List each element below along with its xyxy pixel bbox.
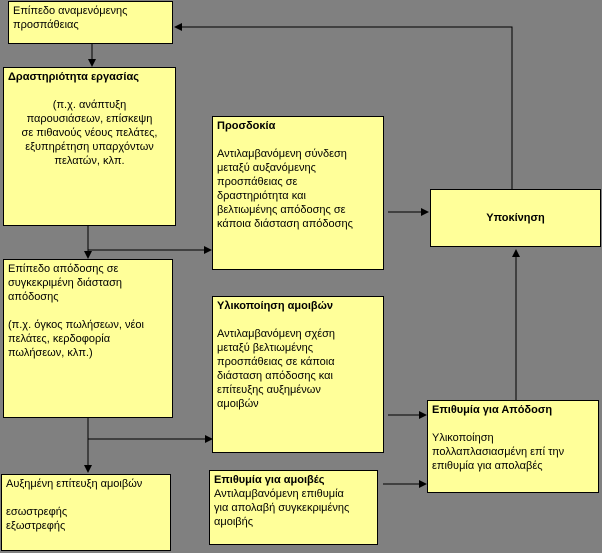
box-instrumentality-body: Αντιλαμβανόμενη σχέση μεταξύ βελτιωμένης… (217, 328, 336, 410)
box-work-activity-body: (π.χ. ανάπτυξη παρουσιάσεων, επίσκεψη σε… (21, 99, 158, 167)
box-motivation-title: Υποκίνηση (486, 212, 545, 224)
box-performance-level-body: Επίπεδο απόδοσης σε συγκεκριμένη διάστασ… (8, 263, 144, 359)
box-desire-rewards-title: Επιθυμία για αμοιβές (214, 474, 325, 486)
box-work-activity: Δραστηριότητα εργασίας (π.χ. ανάπτυξη πα… (3, 67, 176, 226)
box-expectancy: Προσδοκία Αντιλαμβανόμενη σύνδεση μεταξύ… (212, 116, 384, 270)
box-increased-rewards-body: Αυξημένη επίτευξη αμοιβών εσωστρεφής εξω… (6, 478, 143, 532)
box-effort-level-body: Επίπεδο αναμενόμενης προσπάθειας (13, 5, 128, 31)
box-motivation: Υποκίνηση (430, 189, 601, 247)
box-performance-level: Επίπεδο απόδοσης σε συγκεκριμένη διάστασ… (3, 259, 173, 418)
arrow-motivation-to-effort (174, 23, 513, 189)
box-desire-performance-title: Επιθυμία για Απόδοση (432, 404, 553, 416)
box-desire-rewards-body: Αντιλαμβανόμενη επιθυμία για απολαβή συγ… (214, 488, 350, 528)
box-desire-rewards: Επιθυμία για αμοιβές Αντιλαμβανόμενη επι… (209, 470, 378, 545)
box-expectancy-title: Προσδοκία (217, 120, 276, 132)
box-effort-level: Επίπεδο αναμενόμενης προσπάθειας (8, 1, 173, 44)
box-instrumentality: Υλικοποίηση αμοιβών Αντιλαμβανόμενη σχέσ… (212, 296, 384, 453)
box-expectancy-body: Αντιλαμβανόμενη σύνδεση μεταξύ αυξανόμεν… (217, 148, 353, 230)
box-instrumentality-title: Υλικοποίηση αμοιβών (217, 300, 333, 312)
box-work-activity-title: Δραστηριότητα εργασίας (8, 71, 139, 83)
box-desire-performance: Επιθυμία για Απόδοση Υλικοποίηση πολλαπλ… (427, 400, 599, 493)
box-increased-rewards: Αυξημένη επίτευξη αμοιβών εσωστρεφής εξω… (1, 474, 171, 551)
box-desire-performance-body: Υλικοποίηση πολλαπλασιασμένη επί την επι… (432, 432, 565, 472)
